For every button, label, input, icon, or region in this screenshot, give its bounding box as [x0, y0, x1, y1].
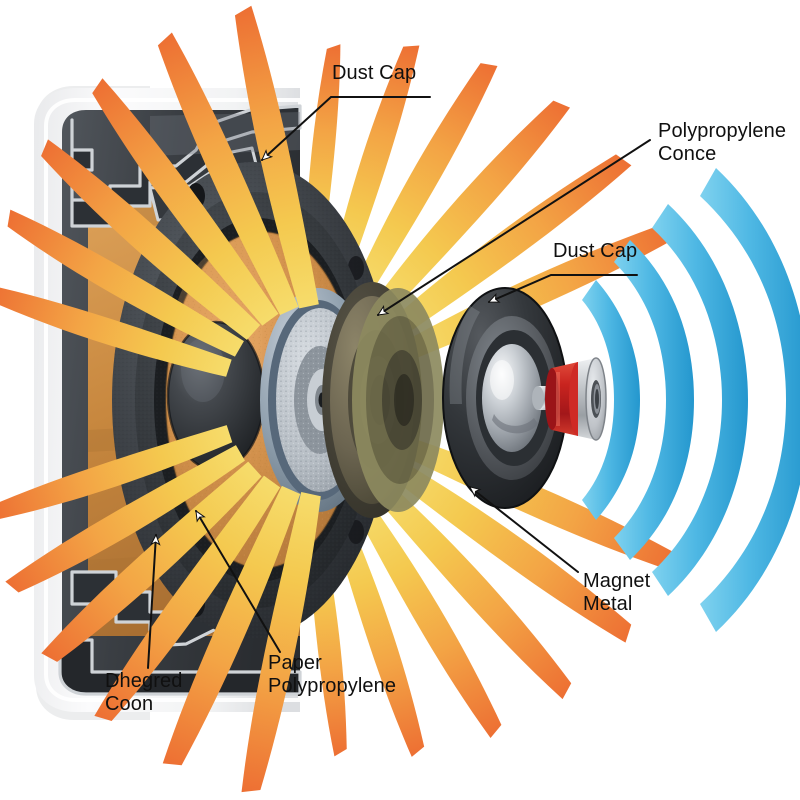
label-dust-cap-cone: Dust Cap: [332, 62, 417, 84]
motor-disc: [352, 288, 444, 512]
label-dust-cap-tweeter: Dust Cap: [553, 240, 638, 262]
leader-paper-cone: [195, 511, 281, 653]
label-magnet-metal: Magnet Metal: [583, 570, 651, 615]
leader-magnet-metal: [470, 486, 579, 573]
label-polypropylene-cone: Polypropylene Conce: [658, 120, 787, 165]
leader-dust-cap-cone: [261, 96, 431, 161]
orange-sound-waves-front: [0, 5, 321, 793]
blue-sound-waves: [582, 168, 800, 632]
exploded-driver-stack: [260, 282, 444, 518]
label-dhegred-coon: Dhegred Coon: [105, 670, 183, 715]
leader-dust-cap-tweeter: [489, 274, 638, 303]
leader-lines: [147, 96, 651, 669]
leader-polypropylene: [378, 139, 651, 316]
label-paper-polypropylene: Paper Polypropylene: [268, 652, 397, 697]
leader-dhegred-coon: [147, 535, 156, 669]
orange-sound-waves: [304, 44, 677, 757]
magnet-assembly: [442, 287, 607, 509]
